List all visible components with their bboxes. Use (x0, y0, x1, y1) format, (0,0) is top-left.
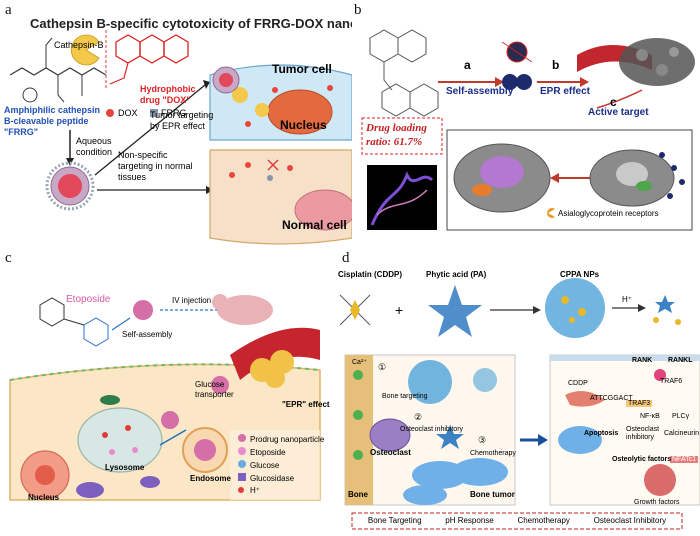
footer-item: Chemotherapy (517, 516, 570, 525)
self-assembly-label: Self-assembly (446, 86, 514, 97)
panel-b-label: b (354, 2, 362, 18)
legend-swatch-glucose (238, 460, 246, 468)
legend-swatch-prodrug (238, 434, 246, 442)
cathepsin-b-label: Cathepsin-B (54, 40, 104, 50)
peptide-label: Amphiphilic cathepsin B-cleavable peptid… (4, 105, 101, 137)
hydrophobic-drug-label: Hydrophobic drug "DOX" (140, 84, 196, 105)
lysosome-label: Lysosome (105, 463, 145, 472)
panel-b: b (352, 0, 700, 250)
panel-a: a (0, 0, 352, 250)
tumor-cell-label: Tumor cell (272, 62, 332, 76)
cisplatin-label: Cisplatin (CDDP) (338, 270, 402, 279)
legend-item-label: Glucosidase (250, 474, 295, 483)
calcineurin-label: Calcineurin (664, 430, 700, 437)
apoptosis-label: Apoptosis (584, 430, 619, 437)
iv-injection-label: IV injection (172, 296, 212, 305)
panel-d-graphics (339, 278, 700, 530)
growth-label: Growth factors (634, 499, 680, 506)
panel-d-footer: Bone Targeting pH Response Chemotherapy … (356, 516, 678, 525)
bone-tumor-label: Bone tumor (470, 490, 515, 499)
ca-label: Ca²⁺ (352, 359, 367, 366)
legend-item: Prodrug nanoparticle (238, 434, 324, 447)
plus-label: + (395, 302, 404, 318)
step-b-label: b (552, 58, 560, 72)
step-a-label: a (464, 58, 471, 72)
cppa-label: CPPA NPs (560, 270, 600, 279)
legend-item: Glucosidase (238, 473, 324, 486)
legend-item-label: H⁺ (250, 486, 260, 495)
nfkb-label: NF-κB (640, 413, 660, 420)
legend-swatch-etoposide (238, 447, 246, 455)
osteoclast-inhibitory-label: Osteoclast inhibitory (626, 426, 660, 441)
panel-d-label: d (342, 250, 350, 266)
legend-item: Glucose (238, 460, 324, 473)
panel-c-label: c (5, 250, 12, 266)
chemotherapy-label: Chemotherapy (470, 450, 516, 457)
legend-frrg-label: FRRG (161, 108, 187, 118)
footer-item: pH Response (445, 516, 494, 525)
epr-c-label: "EPR" effect (282, 400, 330, 409)
glucose-transporter-label: Glucose transporter (195, 380, 234, 399)
osteoclast-label: Osteoclast (370, 448, 411, 457)
non-specific-label: Non-specific targeting in normal tissues (118, 150, 193, 182)
legend-swatch-hplus (238, 487, 244, 493)
rankl-label: RANKL (668, 357, 693, 364)
nucleus-label: Nucleus (280, 118, 327, 132)
circle1-label: ① (378, 362, 387, 372)
dna-seq-label: ATTCGGACT (590, 395, 633, 402)
legend-dox-label: DOX (118, 108, 138, 118)
step-c-label: c (610, 95, 617, 109)
plcg-label: PLCγ (672, 413, 690, 420)
rank-label: RANK (632, 357, 653, 364)
normal-cell-label: Normal cell (282, 218, 347, 232)
endosome-label: Endosome (190, 474, 231, 483)
legend-swatch-glucosidase (238, 473, 246, 481)
drug-loading-label: Drug loading ratio: 61.7% (366, 122, 427, 148)
traf6-label: TRAF6 (660, 378, 683, 385)
aqueous-label: Aqueous condition (76, 136, 113, 157)
legend-item-label: Prodrug nanoparticle (250, 435, 325, 444)
active-target-label: Active target (588, 107, 649, 118)
legend-item-label: Etoposide (250, 448, 286, 457)
traf3-label: TRAF3 (626, 400, 653, 407)
legend-item: Etoposide (238, 447, 324, 460)
nucleus-c-label: Nucleus (28, 493, 60, 502)
footer-item: Osteoclast Inhibitory (593, 516, 667, 525)
hplus-d-label: H⁺ (622, 295, 632, 304)
epr-effect-label: EPR effect (540, 86, 591, 97)
cddp-label: CDDP (568, 380, 588, 387)
nfatc1-label: NFATc1 (670, 456, 698, 463)
legend-item: H⁺ (238, 486, 324, 499)
circle2-label: ② (414, 412, 423, 422)
footer-item: Bone Targeting (367, 516, 422, 525)
panel-d: d (330, 250, 700, 536)
legend-item-label: Glucose (250, 461, 280, 470)
panel-c-legend: Prodrug nanoparticle Etoposide Glucose G… (238, 434, 324, 499)
self-assembly-c-label: Self-assembly (122, 330, 173, 339)
panel-c: c (0, 250, 330, 536)
panel-a-label: a (5, 2, 12, 18)
tumor-targeting-label: Tumor targeting by EPR effect (150, 110, 214, 131)
circle3-label: ③ (478, 435, 487, 445)
bone-label: Bone (348, 490, 368, 499)
panel-a-graphics (9, 30, 352, 245)
panel-a-title: Cathepsin B-specific cytotoxicity of FRR… (30, 16, 352, 31)
phytic-label: Phytic acid (PA) (426, 270, 487, 279)
bone-targeting-label: Bone targeting (382, 393, 428, 400)
osteoclast-inhib2-label: Osteoclast inhibitory (400, 426, 464, 433)
osteolytic-label: Osteolytic factors (612, 456, 672, 463)
etoposide-title: Etoposide (66, 294, 111, 305)
receptors-label: Asialoglycoprotein receptors (558, 209, 659, 218)
panel-b-graphics (361, 29, 695, 231)
